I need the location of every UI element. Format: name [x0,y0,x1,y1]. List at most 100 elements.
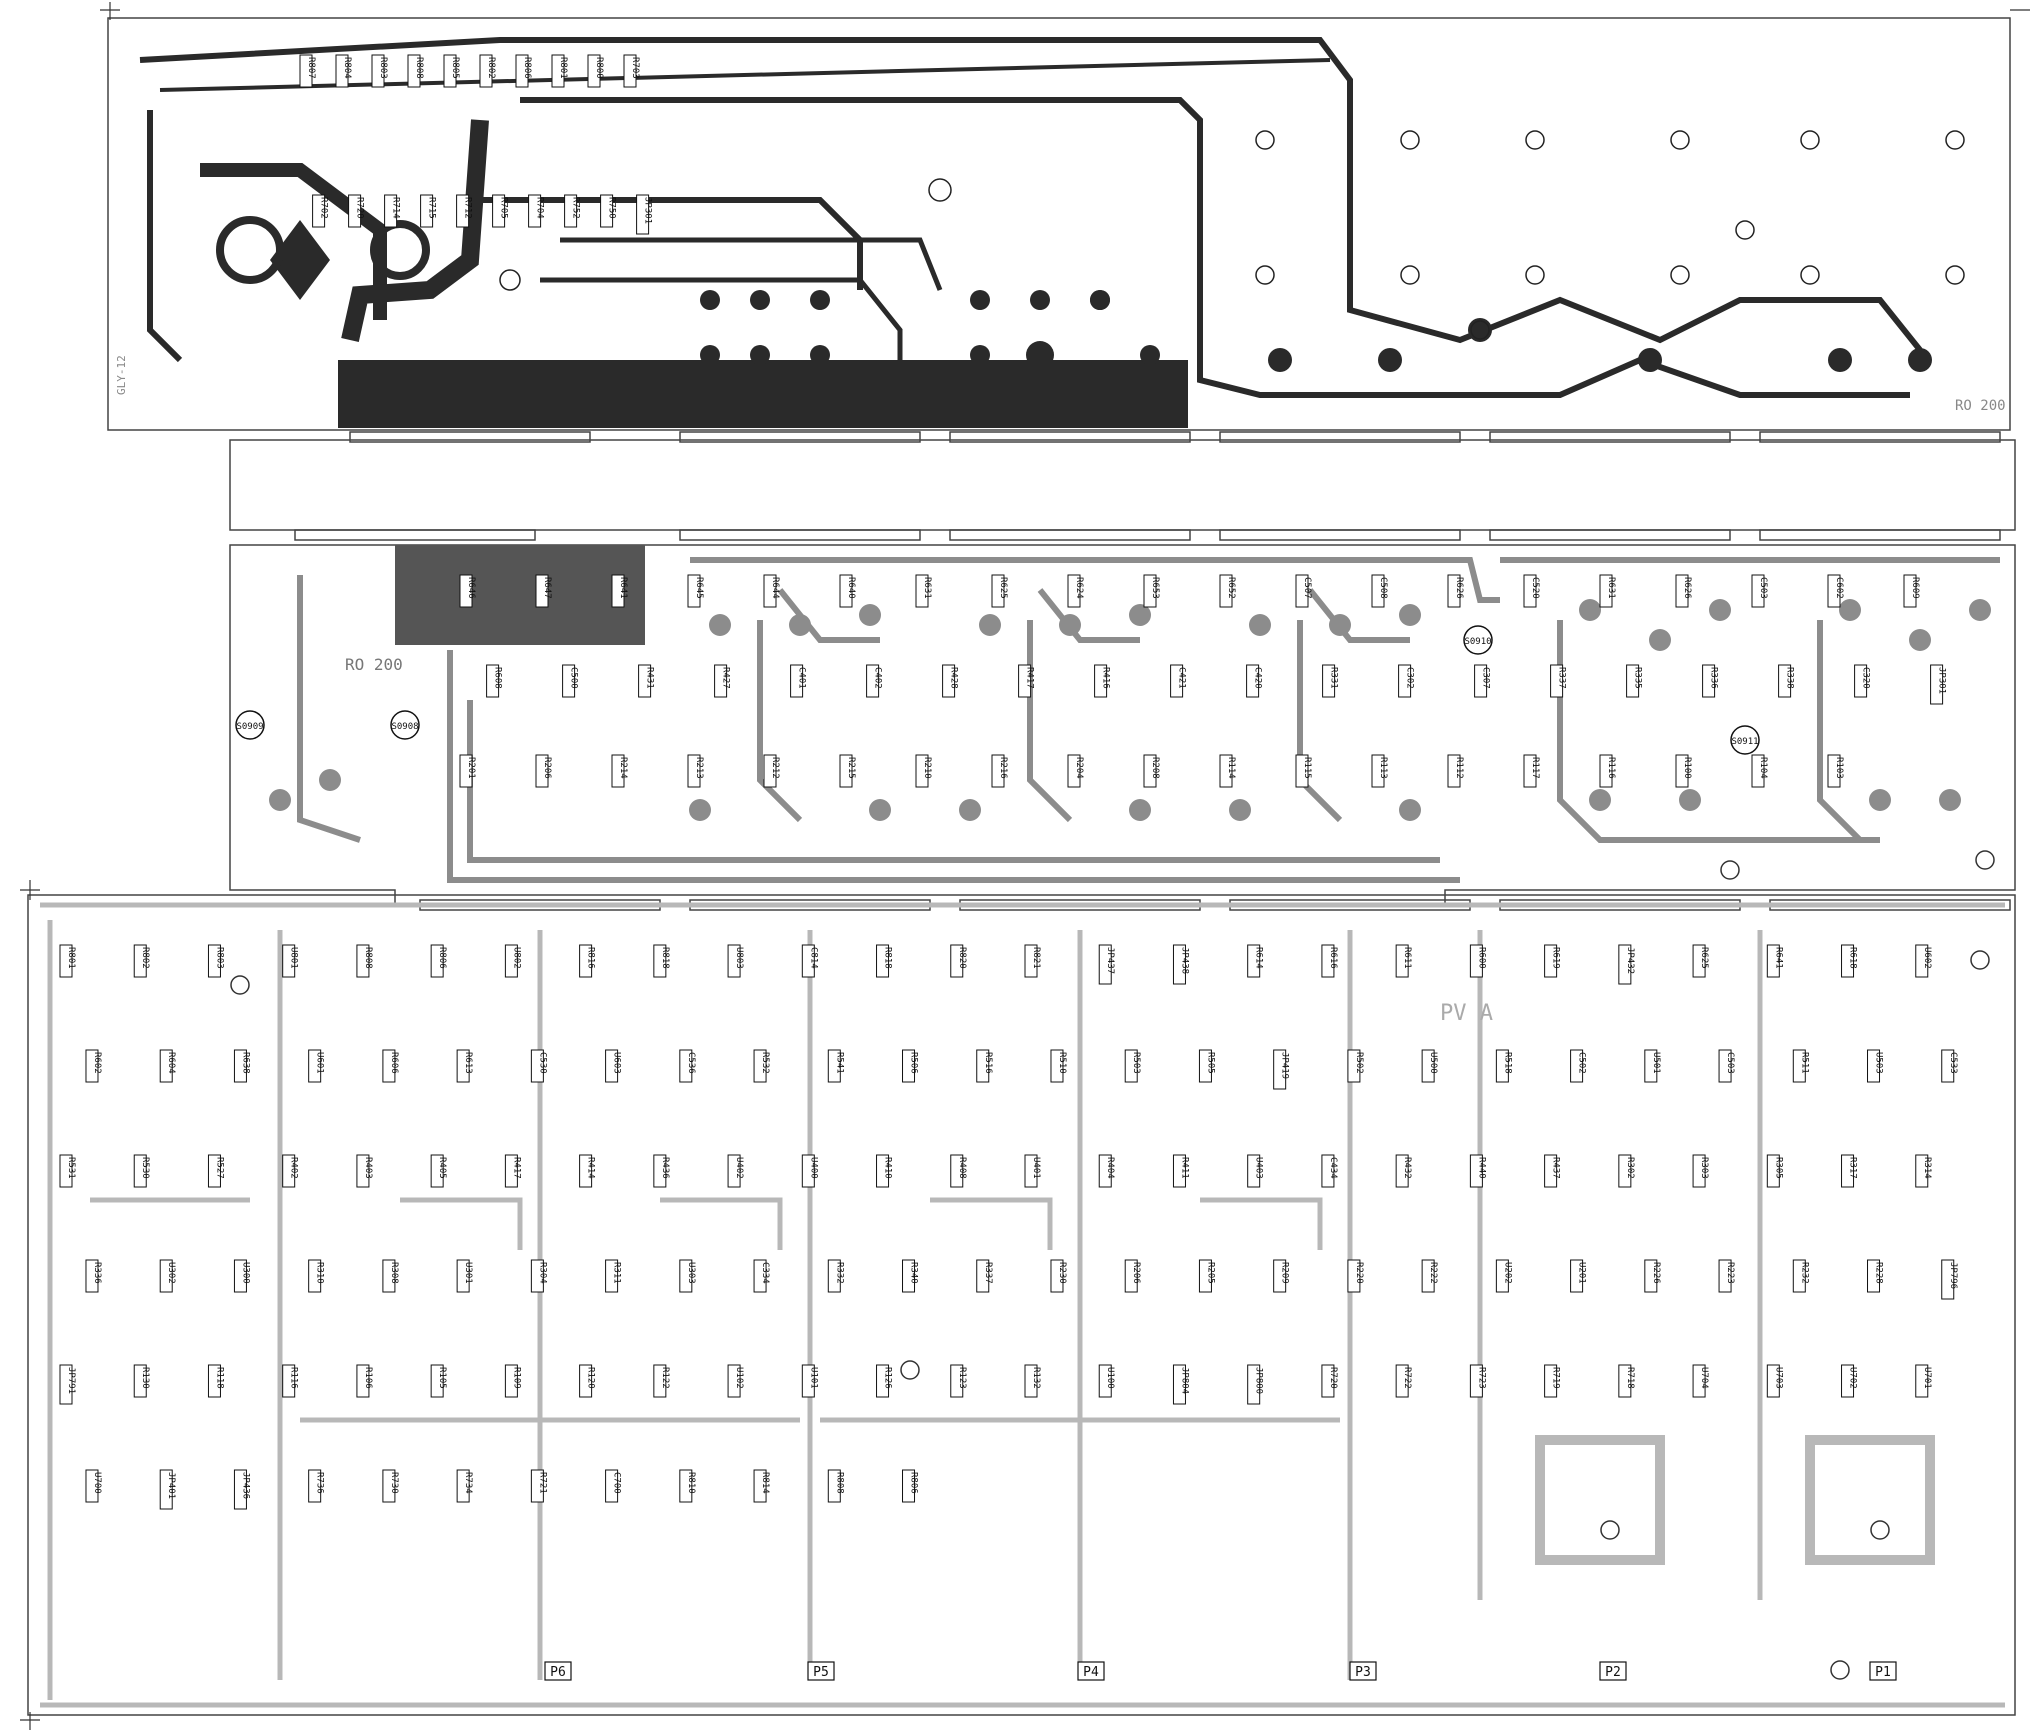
component-ref-text: R511 [1799,1052,1809,1074]
ground-pour-strip [338,360,1188,428]
component-ref-text: R226 [1651,1262,1661,1284]
component-ref-label: R440 [1469,1154,1486,1188]
component-ref-label: JP804 [1172,1364,1189,1405]
component-ref-label: R625 [991,574,1008,608]
component-ref-text: R340 [909,1262,919,1284]
component-ref-text: R606 [389,1052,399,1074]
component-ref-text: R310 [315,1262,325,1284]
component-ref-text: R641 [1773,947,1783,969]
component-ref-label: R123 [950,1364,967,1398]
component-ref-text: R115 [1302,757,1312,779]
component-ref-label: R644 [763,574,780,608]
component-ref-label: R518 [1495,1049,1512,1083]
component-ref-label: R338 [1778,664,1795,698]
component-ref-label: R631 [915,574,932,608]
component-ref-text: R703 [630,57,640,79]
component-ref-label: C507 [1295,574,1312,608]
component-ref-label: C502 [1570,1049,1587,1083]
component-ref-text: R506 [909,1052,919,1074]
component-ref-text: R332 [834,1262,844,1284]
component-ref-label: JP419 [1273,1049,1290,1090]
component-ref-text: R431 [645,667,655,689]
component-ref-label: R336 [85,1259,102,1293]
component-ref-label: R109 [504,1364,521,1398]
component-ref-label: R602 [85,1049,102,1083]
component-ref-label: R104 [1751,754,1768,788]
component-ref-label: C700 [605,1469,622,1503]
component-ref-text: U402 [734,1157,744,1179]
component-ref-label: R505 [1198,1049,1215,1083]
component-ref-text: JP437 [1105,947,1115,974]
component-ref-label: R511 [1792,1049,1809,1083]
middle-board-copper [297,545,2000,883]
connector-label: P5 [813,1665,829,1680]
socket-s0909: S0909 [235,710,265,740]
component-ref-label: U602 [1915,944,1932,978]
component-ref-text: U603 [612,1052,622,1074]
component-ref-text: R410 [883,1157,893,1179]
component-ref-label: R802 [133,944,150,978]
component-ref-text: R305 [1773,1157,1783,1179]
component-ref-text: U303 [686,1262,696,1284]
component-ref-text: R530 [140,1157,150,1179]
component-ref-text: R619 [1551,947,1561,969]
component-ref-text: JP804 [1179,1367,1189,1394]
component-ref-text: R308 [389,1262,399,1284]
component-ref-label: C434 [1321,1154,1338,1188]
component-ref-label: R808 [356,944,373,978]
component-ref-text: R814 [760,1472,770,1494]
component-ref-label: R230 [1050,1259,1067,1293]
component-ref-label: R719 [1544,1364,1561,1398]
component-ref-text: JP301 [1937,667,1947,694]
component-ref-text: C503 [1758,577,1768,599]
component-ref-label: R722 [1395,1364,1412,1398]
component-ref-label: R216 [991,754,1008,788]
socket-label: S0908 [391,722,418,732]
component-ref-label: U703 [1766,1364,1783,1398]
component-ref-label: R331 [1322,664,1339,698]
component-ref-label: U702 [1841,1364,1858,1398]
component-ref-label: R734 [456,1469,473,1503]
component-ref-text: JP301 [643,197,653,224]
component-ref-text: U503 [1874,1052,1884,1074]
component-ref-label: R530 [133,1154,150,1188]
component-ref-text: JP401 [166,1472,176,1499]
component-ref-label: R624 [1067,574,1084,608]
component-ref-text: R338 [1785,667,1795,689]
component-ref-text: R440 [1476,1157,1486,1179]
component-ref-text: R228 [1874,1262,1884,1284]
component-ref-text: R106 [363,1367,373,1389]
component-ref-text: R802 [140,947,150,969]
component-ref-text: R640 [846,577,856,599]
component-ref-label: R213 [687,754,704,788]
component-ref-label: R208 [1143,754,1160,788]
component-ref-label: R223 [1718,1259,1735,1293]
component-ref-label: R641 [611,574,628,608]
component-ref-text: R705 [499,197,509,219]
component-ref-text: R337 [983,1262,993,1284]
component-ref-label: R332 [827,1259,844,1293]
component-ref-label: R317 [1841,1154,1858,1188]
component-ref-label: R638 [233,1049,250,1083]
component-ref-label: R232 [1792,1259,1809,1293]
component-ref-text: R100 [1682,757,1692,779]
connector-p4: P4 [1077,1661,1105,1681]
component-ref-text: R120 [586,1367,596,1389]
component-ref-label: C421 [1170,664,1187,698]
component-ref-text: R114 [1226,757,1236,779]
component-ref-text: R116 [1606,757,1616,779]
component-ref-text: R335 [1633,667,1643,689]
component-ref-text: R600 [1476,947,1486,969]
component-ref-text: R112 [1454,757,1464,779]
component-ref-label: U303 [679,1259,696,1293]
component-ref-label: R214 [611,754,628,788]
component-ref-text: R408 [957,1157,967,1179]
component-ref-label: R503 [1124,1049,1141,1083]
component-ref-label: C536 [679,1049,696,1083]
component-ref-label: R803 [371,54,388,88]
component-ref-text: U100 [1105,1367,1115,1389]
connector-label: P4 [1083,1665,1099,1680]
component-ref-text: R714 [391,197,401,219]
component-ref-label: R100 [1675,754,1692,788]
component-ref-label: R314 [1915,1154,1932,1188]
